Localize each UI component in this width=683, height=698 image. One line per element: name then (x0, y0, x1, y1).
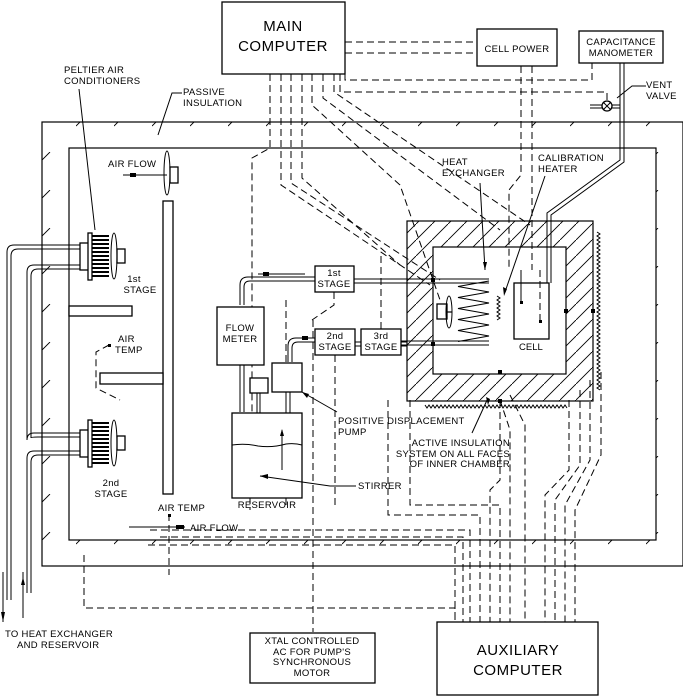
air-temp-mid-label-2: TEMP (115, 345, 143, 356)
flow-meter-label-2: METER (223, 334, 258, 345)
aux-computer-label-2: COMPUTER (473, 662, 563, 679)
peltier-stage-2-unit (79, 419, 126, 468)
stage-3-box[interactable]: 3rd STAGE (360, 328, 402, 356)
pump-label-2: PUMP (338, 427, 367, 438)
heat-exchanger-coil (400, 278, 490, 346)
active-heater-zigzag (424, 231, 601, 409)
stage-1-box[interactable]: 1st STAGE (314, 265, 355, 293)
main-computer-label-2: COMPUTER (238, 38, 328, 55)
pump-label-1: POSITIVE DISPLACEMENT (338, 416, 465, 427)
to-heat-exchanger-label-2: AND RESERVOIR (17, 640, 99, 651)
auxiliary-signal-lines (83, 300, 602, 622)
peltier-label-2: CONDITIONERS (64, 76, 140, 87)
passive-insulation-label-2: INSULATION (183, 98, 242, 109)
peltier-stage-1-label-1: 1st (127, 274, 141, 285)
vent-valve[interactable] (590, 100, 620, 112)
positive-displacement-pump[interactable] (271, 362, 303, 393)
heat-exchanger-label-2: EXCHANGER (442, 168, 505, 179)
inner-fan-icon (436, 295, 453, 329)
vent-valve-label-2: VALVE (646, 91, 677, 102)
cell-power[interactable]: CELL POWER (476, 28, 558, 67)
air-flow-top-label: AIR FLOW (108, 159, 156, 170)
air-flow-fan-icon (123, 150, 179, 196)
passive-insulation (41, 121, 683, 567)
peltier-stage-2-label-1: 2nd (103, 478, 120, 489)
xtal-label-4: MOTOR (294, 668, 331, 679)
auxiliary-computer[interactable]: AUXILIARY COMPUTER (436, 621, 599, 696)
aux-computer-label-1: AUXILIARY (477, 642, 560, 659)
heat-exchanger-label-1: HEAT (442, 157, 468, 168)
calibration-heater-label-1: CALIBRATION (538, 153, 604, 164)
air-flow-bottom-label: AIR FLOW (190, 523, 238, 534)
cell-power-label: CELL POWER (485, 44, 550, 55)
reservoir-label: RESERVOIR (238, 500, 297, 511)
peltier-label-1: PELTIER AIR (64, 65, 124, 76)
stage-1-box-label-2: STAGE (318, 279, 351, 290)
to-heat-exchanger-label-1: TO HEAT EXCHANGER (5, 629, 113, 640)
stage-1-box-label-1: 1st (327, 268, 341, 279)
xtal-label-3: SYNCHRONOUS (273, 657, 351, 668)
stage-3-box-label-2: STAGE (365, 342, 398, 353)
flow-meter-label-1: FLOW (226, 323, 255, 334)
air-duct-baffle (68, 200, 174, 495)
cell: CELL (513, 270, 550, 353)
capacitance-manometer[interactable]: CAPACITANCE MANOMETER (578, 30, 664, 64)
manometer-label-1: CAPACITANCE (586, 37, 655, 48)
peltier-coolant-pipes (1, 244, 80, 622)
stage-2-box[interactable]: 2nd STAGE (314, 328, 356, 356)
calibration-heater-label-2: HEATER (538, 164, 578, 175)
main-computer-label-1: MAIN (263, 18, 303, 35)
peltier-stage-1-unit (79, 232, 126, 281)
air-temp-bottom-label: AIR TEMP (158, 503, 205, 514)
cell-label: CELL (519, 342, 543, 353)
main-computer[interactable]: MAIN COMPUTER (221, 1, 346, 75)
manometer-label-2: MANOMETER (589, 48, 653, 59)
xtal-label-1: XTAL CONTROLLED (265, 636, 360, 647)
stage-3-box-label-1: 3rd (374, 331, 389, 342)
stage-2-box-label-2: STAGE (319, 342, 352, 353)
active-insulation-label-2: SYSTEM ON ALL FACES (396, 449, 510, 460)
flow-meter[interactable]: FLOW METER (216, 306, 265, 366)
peltier-stage-1-label-2: STAGE (124, 285, 157, 296)
vent-valve-label-1: VENT (646, 80, 673, 91)
main-computer-signal-lines (251, 74, 531, 430)
stirrer-label: STIRRER (358, 481, 402, 492)
air-temp-mid-label-1: AIR (118, 334, 135, 345)
stage-2-box-label-1: 2nd (327, 331, 344, 342)
peltier-stage-2-label-2: STAGE (95, 489, 128, 500)
xtal-label-2: AC FOR PUMP'S (273, 647, 351, 658)
active-insulation-label-1: ACTIVE INSULATION (412, 438, 510, 449)
xtal-controller[interactable]: XTAL CONTROLLED AC FOR PUMP'S SYNCHRONOU… (249, 632, 376, 684)
active-insulation-label-3: OF INNER CHAMBER (410, 459, 510, 470)
passive-insulation-label-1: PASSIVE (183, 87, 225, 98)
reservoir[interactable] (231, 412, 303, 499)
